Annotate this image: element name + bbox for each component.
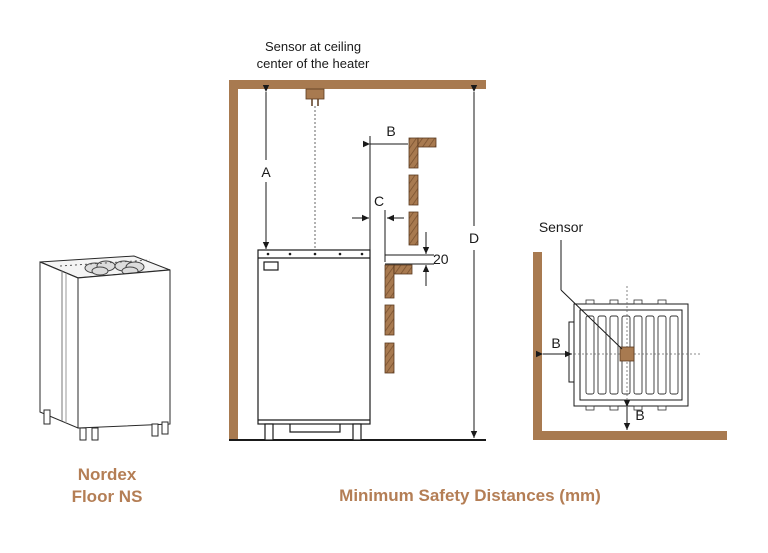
ceiling-sensor-icon <box>305 88 325 100</box>
top-view-sensor-label: Sensor <box>539 219 584 235</box>
dim-a-label: A <box>261 164 271 180</box>
diagram-title: Minimum Safety Distances (mm) <box>339 486 601 505</box>
product-name-line1: Nordex <box>77 465 137 484</box>
dim-d-label: D <box>469 230 479 246</box>
dim-b-label: B <box>386 123 395 139</box>
dim-20-label: 20 <box>433 251 449 267</box>
dim-b-bottom-label: B <box>635 407 644 423</box>
sensor-note-line1: Sensor at ceiling <box>265 39 361 54</box>
top-view: Sensor B B <box>533 219 727 440</box>
dim-c-label: C <box>374 193 384 209</box>
top-view-sensor-icon <box>619 346 635 362</box>
sauna-stones <box>84 260 145 276</box>
heater-top-slots <box>585 299 667 411</box>
heater-rivets <box>266 252 364 256</box>
wood-battens-upper <box>408 137 437 246</box>
heater-side-outline <box>257 249 371 441</box>
product-name-caption: Nordex Floor NS <box>52 464 162 508</box>
dim-b-side-label: B <box>551 335 560 351</box>
heater-illustration <box>39 255 171 441</box>
wood-battens-lower <box>384 264 413 374</box>
side-view: Sensor at ceiling center of the heater A… <box>229 39 486 441</box>
sensor-note-line2: center of the heater <box>257 56 370 71</box>
product-name-line2: Floor NS <box>71 487 143 506</box>
